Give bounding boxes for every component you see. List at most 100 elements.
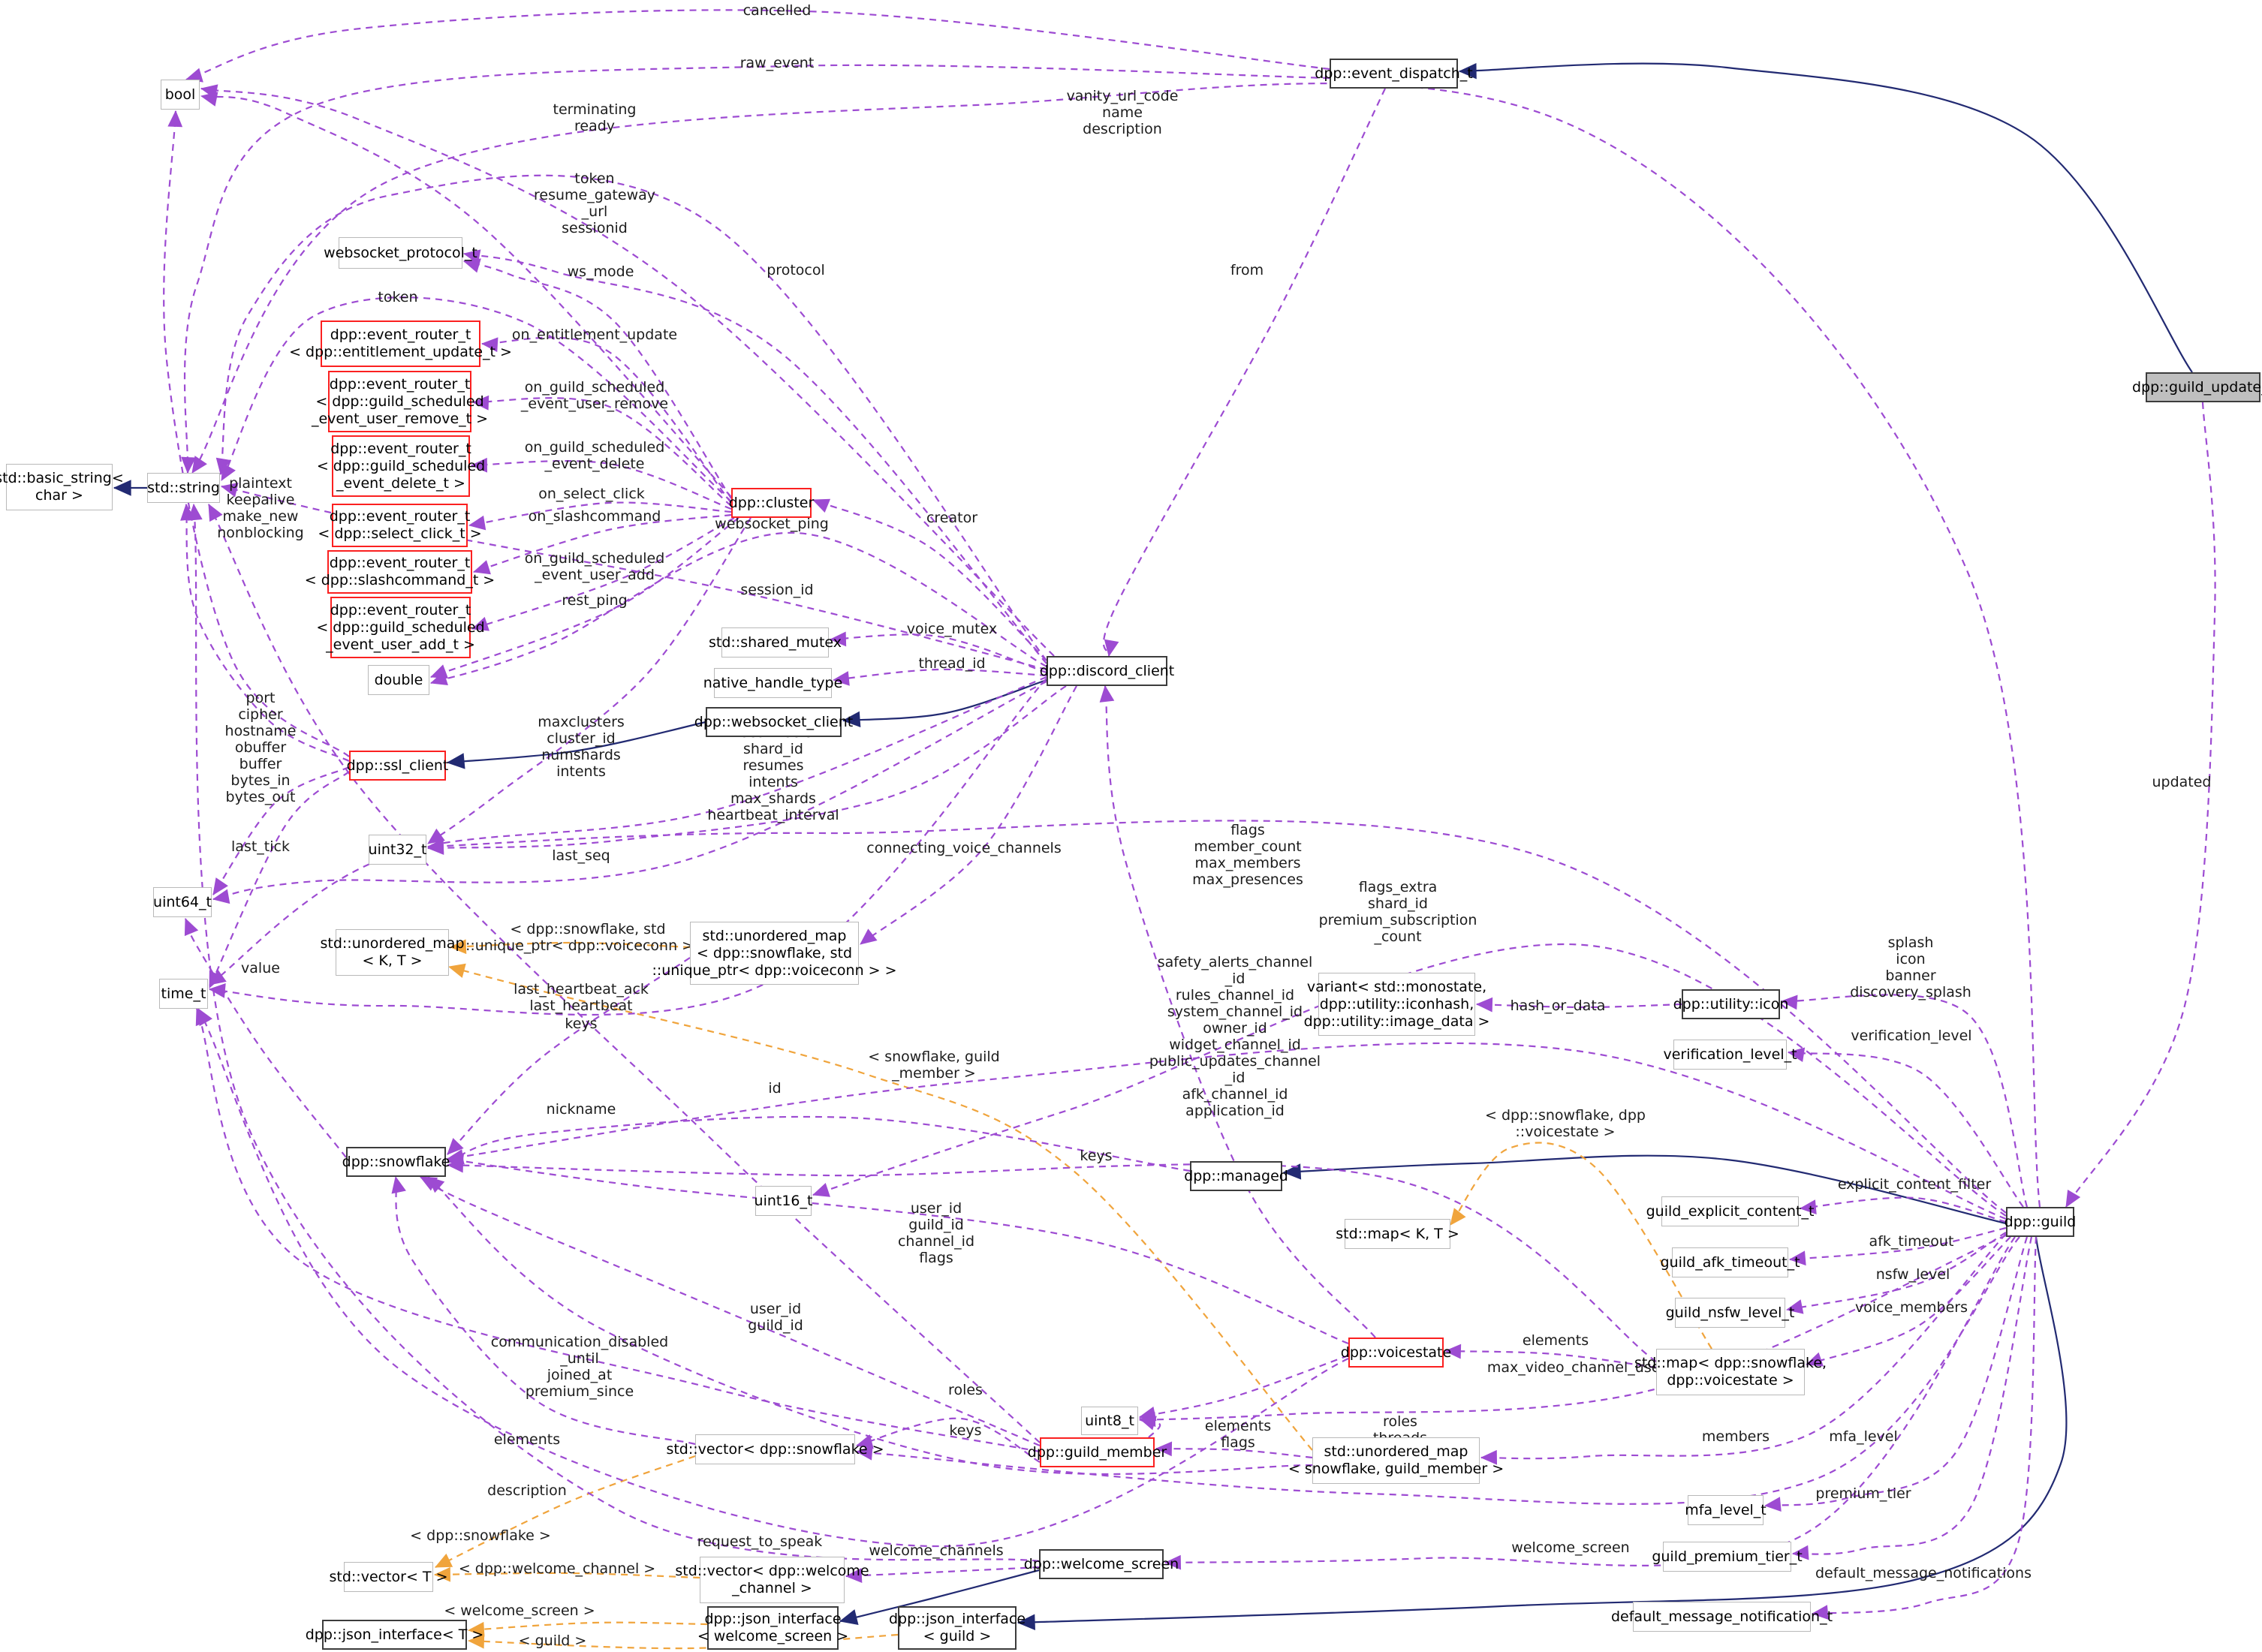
node-um-voiceconn[interactable]: std::unordered_map< dpp::snowflake, std:… [652, 922, 897, 985]
edge-guild-to-uint16-t [812, 943, 2007, 1217]
node-time-t[interactable]: time_t [159, 979, 208, 1009]
node-bool[interactable]: bool [161, 80, 200, 110]
node-websocket-client[interactable]: dpp::websocket_client [694, 707, 853, 737]
node-vector-t[interactable]: std::vector< T > [330, 1562, 448, 1592]
node-utility-icon[interactable]: dpp::utility::icon [1673, 989, 1788, 1019]
node-mfa-level-t[interactable]: mfa_level_t [1685, 1495, 1767, 1525]
node-um-guild-member[interactable]: std::unordered_map< snowflake, guild_mem… [1288, 1437, 1504, 1484]
node-er-select[interactable]: dpp::event_router_t< dpp::select_click_t… [318, 504, 482, 547]
node-map-voicestate[interactable]: std::map< dpp::snowflake,dpp::voicestate… [1634, 1349, 1827, 1395]
node-double[interactable]: double [368, 665, 429, 695]
node-label-line: time_t [161, 985, 206, 1002]
node-uint32-t[interactable]: uint32_t [369, 835, 426, 865]
node-label-line: dpp::event_dispatch_t [1315, 65, 1473, 82]
node-vector-welcome-channel[interactable]: std::vector< dpp::welcome_channel > [675, 1557, 869, 1603]
node-er-user-remove[interactable]: dpp::event_router_t< dpp::guild_schedule… [312, 371, 488, 432]
edge-label-guild-to-guild-premium-tier-t: premium_tier [1815, 1485, 1911, 1502]
edge-label-discord-client-to-native-handle-type: thread_id [918, 655, 985, 672]
edge-label-guild-member-to-std-string: nickname [547, 1101, 616, 1118]
node-ji-welcome-screen[interactable]: dpp::json_interface< welcome_screen > [697, 1606, 848, 1650]
node-uint64-t[interactable]: uint64_t [153, 887, 212, 917]
node-label-line: std::vector< dpp::welcome [675, 1563, 869, 1579]
node-label-line: uint16_t [754, 1192, 813, 1209]
node-label-line: std::map< K, T > [1336, 1225, 1459, 1242]
node-map-k-t[interactable]: std::map< K, T > [1336, 1219, 1459, 1249]
node-label-line: websocket_protocol_t [324, 244, 477, 261]
node-guild-update-t[interactable]: dpp::guild_update_t [2132, 372, 2262, 402]
node-label-line: guild_nsfw_level_t [1665, 1304, 1795, 1321]
node-guild-member[interactable]: dpp::guild_member [1028, 1437, 1167, 1467]
node-guild-afk-timeout-t[interactable]: guild_afk_timeout_t [1660, 1247, 1800, 1277]
edge-label-map-voicestate-to-snowflake: keys [1080, 1148, 1112, 1164]
node-label-line: dpp::utility::iconhash, [1319, 995, 1474, 1013]
node-label-line: dpp::event_router_t [330, 326, 471, 343]
edge-label-um-voiceconn-to-um-k-t: < dpp::snowflake, std::unique_ptr< dpp::… [465, 921, 710, 954]
node-label-line: dpp::event_router_t [329, 508, 471, 525]
edge-cluster-to-er-entitlement [480, 336, 732, 504]
node-cluster[interactable]: dpp::cluster [729, 488, 814, 518]
node-label-line: < dpp::guild_scheduled [316, 457, 486, 474]
node-verification-level-t[interactable]: verification_level_t [1663, 1040, 1797, 1070]
node-basic-string[interactable]: std::basic_string<char > [0, 464, 124, 510]
node-er-delete[interactable]: dpp::event_router_t< dpp::guild_schedule… [317, 435, 485, 497]
node-event-dispatch-t[interactable]: dpp::event_dispatch_t [1315, 59, 1473, 89]
node-label-line: dpp::welcome_screen [1023, 1555, 1179, 1572]
node-snowflake[interactable]: dpp::snowflake [342, 1147, 450, 1177]
node-label-line: std::vector< T > [329, 1568, 448, 1585]
node-std-string[interactable]: std::string [147, 473, 220, 503]
node-um-k-t[interactable]: std::unordered_map< K, T > [321, 929, 465, 976]
edge-um-voiceconn-to-snowflake [447, 957, 691, 1155]
node-managed[interactable]: dpp::managed [1184, 1161, 1288, 1191]
node-guild-nsfw-level-t[interactable]: guild_nsfw_level_t [1666, 1298, 1794, 1328]
edge-guild-to-guild-premium-tier-t [1791, 1236, 2033, 1560]
edge-label-managed-to-snowflake: id [768, 1080, 781, 1097]
node-welcome-screen[interactable]: dpp::welcome_screen [1024, 1549, 1179, 1579]
node-label-line: dpp::json_interface [704, 1611, 842, 1627]
node-ji-guild[interactable]: dpp::json_interface< guild > [889, 1606, 1026, 1650]
node-label-line: std::string [147, 479, 220, 496]
edge-discord-client-to-websocket-client [842, 679, 1047, 728]
edge-label-map-voicestate-to-map-k-t: < dpp::snowflake, dpp::voicestate > [1485, 1107, 1646, 1140]
node-er-user-add[interactable]: dpp::event_router_t< dpp::guild_schedule… [316, 597, 485, 658]
node-label-line: uint32_t [368, 841, 427, 858]
node-label-line: default_message_notification_t [1610, 1608, 1833, 1625]
node-label-line: dpp::guild_update_t [2131, 378, 2262, 396]
node-websocket-protocol-t[interactable]: websocket_protocol_t [324, 237, 477, 269]
edge-label-event-dispatch-t-to-std-string: raw_event [740, 55, 815, 71]
node-vector-snowflake[interactable]: std::vector< dpp::snowflake > [666, 1434, 884, 1464]
edge-label-snowflake-to-uint64-t: value [241, 960, 280, 976]
node-label-line: < dpp::entitlement_update_t > [289, 344, 512, 360]
node-voicestate[interactable]: dpp::voicestate [1341, 1338, 1451, 1368]
node-default-message-notification-t[interactable]: default_message_notification_t [1611, 1602, 1833, 1632]
node-shared-mutex[interactable]: std::shared_mutex [709, 627, 842, 657]
edge-label-um-guild-member-to-snowflake: keys [949, 1422, 981, 1439]
edge-guild-to-vector-snowflake [855, 1236, 2020, 1505]
edge-label-guild-update-t-to-guild: updated [2152, 774, 2211, 790]
node-label-line: std::unordered_map [320, 935, 465, 952]
node-label-line: < dpp::slashcommand_t > [304, 572, 495, 588]
node-ji-t[interactable]: dpp::json_interface< T > [306, 1620, 483, 1650]
node-er-slash[interactable]: dpp::event_router_t< dpp::slashcommand_t… [305, 550, 495, 594]
node-label-line: < K, T > [362, 952, 423, 969]
edge-snowflake-to-uint64-t [184, 917, 347, 1158]
node-guild-premium-tier-t[interactable]: guild_premium_tier_t [1652, 1542, 1803, 1572]
node-uint16-t[interactable]: uint16_t [755, 1186, 812, 1216]
node-guild[interactable]: dpp::guild [2004, 1207, 2076, 1237]
node-er-entitlement[interactable]: dpp::event_router_t< dpp::entitlement_up… [289, 320, 512, 367]
node-label-line: < dpp::snowflake, std [696, 944, 853, 961]
node-native-handle-type[interactable]: native_handle_type [703, 668, 842, 698]
node-guild-explicit-content-t[interactable]: guild_explicit_content_t [1646, 1196, 1814, 1226]
edge-label-vector-snowflake-to-snowflake: elements [494, 1431, 560, 1448]
edge-label-discord-client-to-cluster: creator [926, 510, 977, 526]
edge-voicestate-to-uint8-t [1138, 1354, 1349, 1422]
node-discord-client[interactable]: dpp::discord_client [1040, 656, 1174, 686]
edge-guild-to-verification-level-t [1787, 1047, 2024, 1208]
node-uint8-t[interactable]: uint8_t [1081, 1407, 1138, 1435]
node-variant[interactable]: variant< std::monostate,dpp::utility::ic… [1304, 973, 1489, 1036]
edge-welcome-screen-to-std-string [187, 503, 1040, 1563]
node-ssl-client[interactable]: dpp::ssl_client [347, 751, 448, 781]
edge-cluster-to-double [429, 517, 739, 679]
